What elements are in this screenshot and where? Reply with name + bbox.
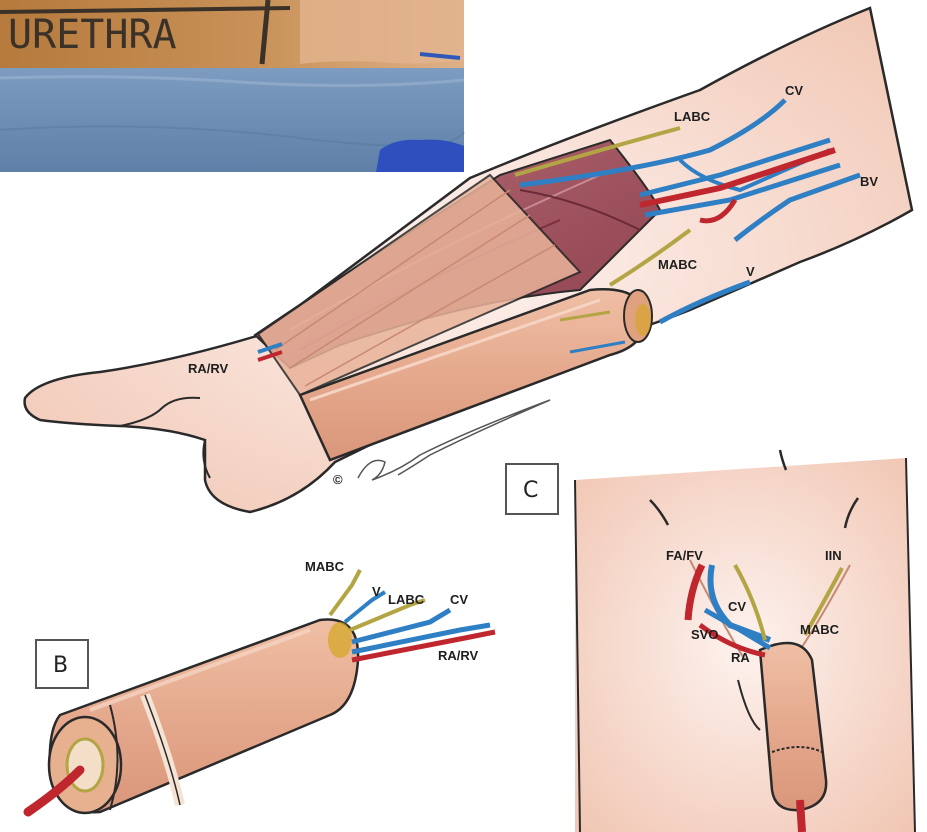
c-label-fa-fv: FA/FV	[666, 548, 703, 563]
b-label-ra-rv: RA/RV	[438, 648, 479, 663]
label-ra-rv: RA/RV	[188, 361, 229, 376]
torso-skin	[575, 458, 915, 832]
b-label-cv: CV	[450, 592, 468, 607]
photo-glove	[376, 140, 464, 172]
c-label-ra: RA	[731, 650, 750, 665]
b-label-v: V	[372, 584, 381, 599]
panel-c-recipient-site: C FA/FV IIN CV SVO MABC RA	[506, 450, 915, 832]
panel-c-letter: C	[523, 478, 538, 503]
c-label-mabc: MABC	[800, 622, 840, 637]
c-label-iin: IIN	[825, 548, 842, 563]
label-cv: CV	[785, 83, 803, 98]
label-v: V	[746, 264, 755, 279]
photo-handwritten-urethra: URETHRA	[8, 12, 177, 58]
c-label-cv: CV	[728, 599, 746, 614]
copyright-symbol: ©	[333, 472, 343, 487]
b-mabc-nerve	[330, 570, 360, 615]
panel-b-letter: B	[53, 653, 68, 678]
c-label-svo: SVO	[691, 627, 718, 642]
label-bv: BV	[860, 174, 878, 189]
photo-inset: URETHRA	[0, 0, 464, 172]
label-labc: LABC	[674, 109, 711, 124]
b-label-mabc: MABC	[305, 559, 345, 574]
c-urethra-end	[800, 800, 802, 832]
panel-b-tube-flap: B MABC V LABC CV RA/RV	[28, 559, 495, 813]
b-label-labc: LABC	[388, 592, 425, 607]
label-mabc: MABC	[658, 257, 698, 272]
